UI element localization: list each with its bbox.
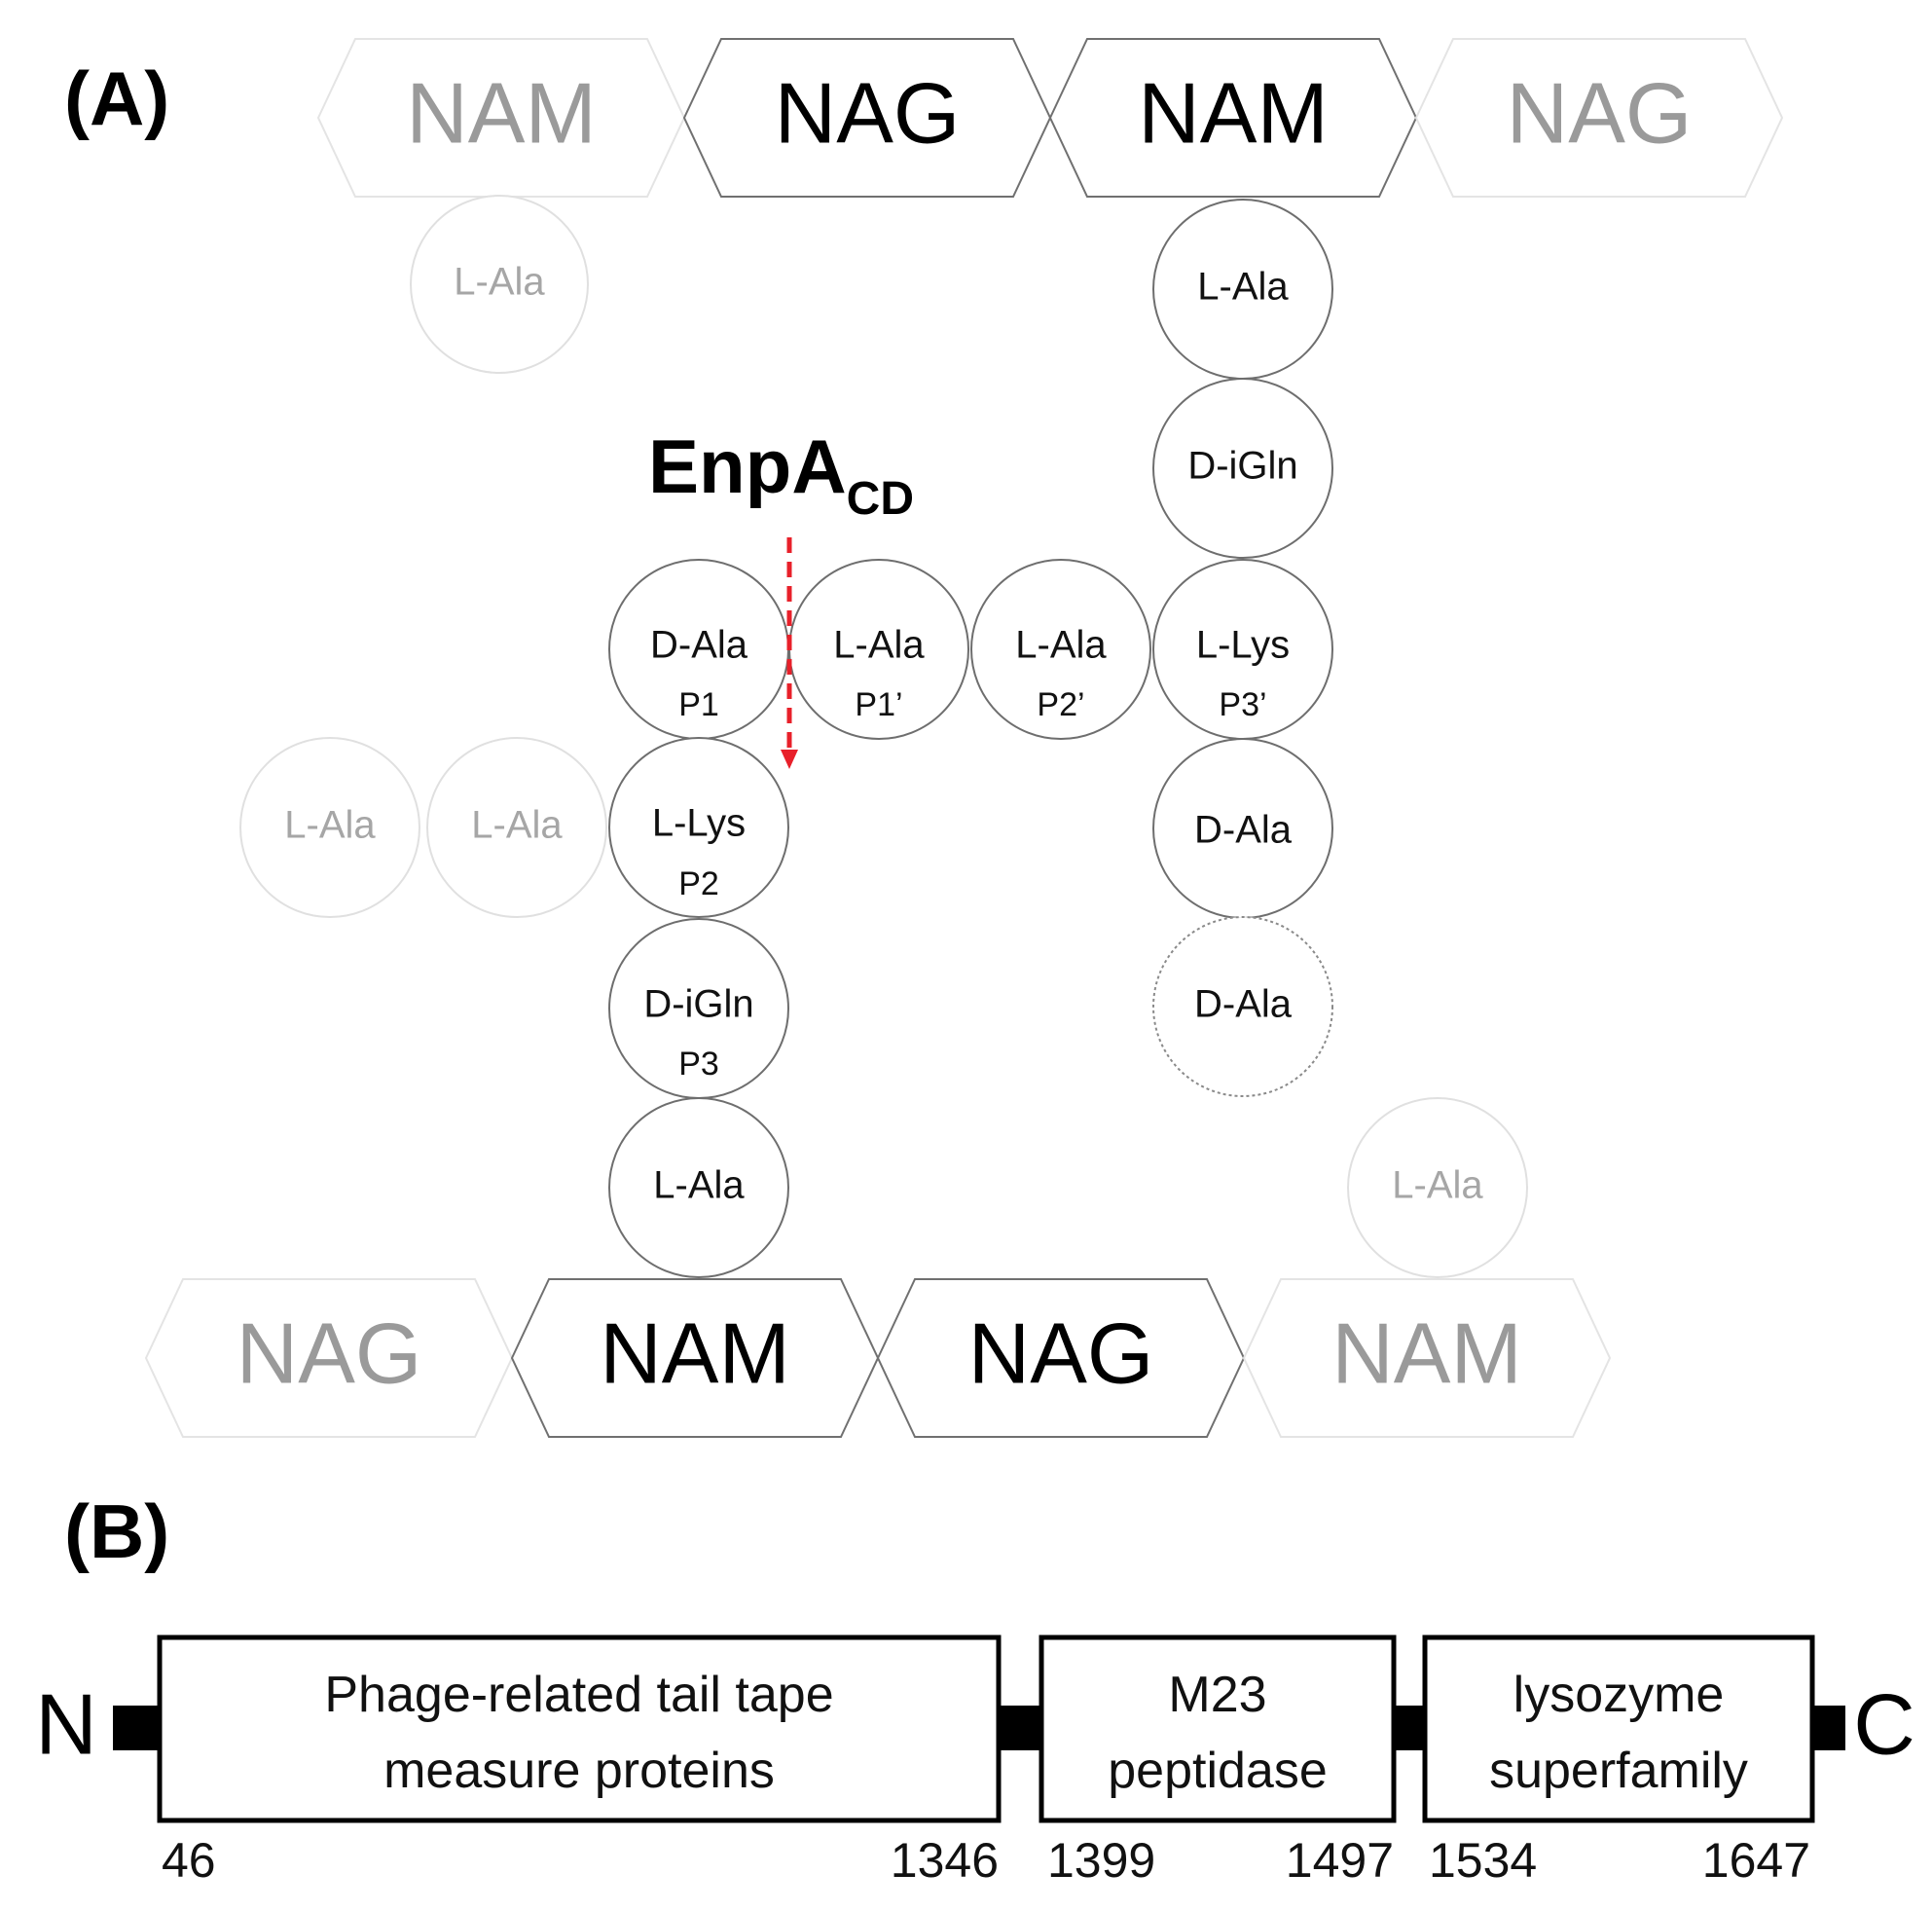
bridge-residue-2: L-Ala P2’ [970, 559, 1151, 740]
bottom-glycan-strand: NAG NAM NAG NAM [144, 1278, 1612, 1438]
panel-a: (A) NAM NAG NAM NAG L-Ala [64, 38, 1784, 1438]
enzyme-name: EnpA [648, 423, 847, 509]
svg-text:L-Ala: L-Ala [1197, 266, 1289, 309]
c-terminus-label: C [1853, 1675, 1915, 1772]
linker-2 [1394, 1706, 1425, 1750]
enzyme-label: EnpACD [648, 423, 914, 525]
svg-text:Phage-related tail tape: Phage-related tail tape [324, 1667, 833, 1723]
svg-text:P1: P1 [678, 686, 719, 723]
domain-m23-peptidase: M23 peptidase 1399 1497 [1039, 1635, 1397, 1888]
svg-text:P2’: P2’ [1037, 686, 1084, 723]
domain-3-start: 1534 [1429, 1833, 1537, 1888]
bridge-residue-1: L-Ala P1’ [788, 559, 969, 740]
left-faded-residue-2: L-Ala [426, 737, 607, 918]
svg-text:lysozyme: lysozyme [1513, 1667, 1725, 1723]
right-residue-1: L-Ala [1152, 199, 1333, 380]
right-residue-4: D-Ala [1152, 738, 1333, 919]
c-linker [1812, 1706, 1845, 1750]
svg-text:NAG: NAG [968, 1304, 1154, 1401]
svg-text:NAG: NAG [1507, 64, 1693, 161]
svg-text:NAM: NAM [406, 64, 597, 161]
top-faded-ala: L-Ala [410, 195, 589, 374]
domain-1-start: 46 [162, 1833, 216, 1888]
svg-text:D-iGln: D-iGln [1187, 445, 1297, 488]
svg-text:superfamily: superfamily [1489, 1743, 1748, 1799]
svg-text:measure proteins: measure proteins [383, 1743, 775, 1799]
domain-tape-measure: Phage-related tail tape measure proteins… [157, 1635, 1002, 1888]
right-residue-3: L-Lys P3’ [1152, 559, 1333, 740]
left-stem-peptide: D-Ala P1 L-Lys P2 D-iGln P3 L-Ala [608, 559, 789, 1278]
top-sugar-2: NAG [682, 38, 1052, 198]
svg-text:L-Ala: L-Ala [653, 1164, 745, 1207]
left-residue-1: D-Ala P1 [608, 559, 789, 740]
top-sugar-4: NAG [1414, 38, 1784, 198]
left-residue-2: L-Lys P2 [608, 737, 789, 918]
domain-1-end: 1346 [891, 1833, 999, 1888]
bottom-sugar-1: NAG [144, 1278, 514, 1438]
svg-text:NAM: NAM [600, 1304, 790, 1401]
svg-text:EnpACD: EnpACD [648, 423, 914, 525]
svg-text:NAM: NAM [1138, 64, 1329, 161]
linker-1 [999, 1706, 1041, 1750]
left-residue-3: D-iGln P3 [608, 918, 789, 1099]
right-stem-peptide: L-Ala D-iGln L-Lys P3’ D-Ala D-Ala [1152, 199, 1333, 1097]
svg-text:L-Ala: L-Ala [471, 804, 563, 847]
svg-text:L-Ala: L-Ala [1015, 624, 1107, 667]
svg-text:NAG: NAG [237, 1304, 422, 1401]
top-sugar-1: NAM [316, 38, 686, 198]
domain-2-start: 1399 [1047, 1833, 1155, 1888]
domain-3-end: 1647 [1702, 1833, 1810, 1888]
cross-bridge: L-Ala P1’ L-Ala P2’ [788, 559, 1151, 740]
svg-text:L-Ala: L-Ala [284, 804, 376, 847]
left-faded-residue-1: L-Ala [239, 737, 420, 918]
svg-text:P3’: P3’ [1219, 686, 1266, 723]
bottom-sugar-2: NAM [510, 1278, 880, 1438]
svg-text:P2: P2 [678, 865, 719, 902]
svg-text:L-Ala: L-Ala [833, 624, 925, 667]
svg-text:P1’: P1’ [855, 686, 902, 723]
panel-b: (B) N C Phage-related tail tape measure … [35, 1488, 1915, 1888]
svg-text:NAM: NAM [1331, 1304, 1522, 1401]
svg-text:L-Lys: L-Lys [652, 802, 746, 845]
svg-text:NAG: NAG [775, 64, 961, 161]
svg-text:D-Ala: D-Ala [650, 624, 748, 667]
svg-text:L-Ala: L-Ala [454, 261, 545, 304]
left-residue-4: L-Ala [608, 1097, 789, 1278]
svg-text:D-Ala: D-Ala [1194, 809, 1293, 852]
svg-text:P3: P3 [678, 1046, 719, 1083]
panel-b-label: (B) [64, 1488, 169, 1574]
svg-text:D-Ala: D-Ala [1194, 983, 1293, 1026]
right-residue-2: D-iGln [1152, 378, 1333, 559]
right-residue-5: D-Ala [1152, 916, 1333, 1097]
svg-text:L-Lys: L-Lys [1196, 624, 1290, 667]
top-sugar-3: NAM [1048, 38, 1418, 198]
panel-a-label: (A) [64, 55, 169, 141]
bottom-sugar-3: NAG [876, 1278, 1246, 1438]
domain-2-end: 1497 [1286, 1833, 1394, 1888]
bottom-faded-ala: L-Ala [1347, 1097, 1528, 1278]
domain-lysozyme: lysozyme superfamily 1534 1647 [1422, 1635, 1815, 1888]
svg-text:D-iGln: D-iGln [643, 983, 753, 1026]
n-linker [113, 1706, 160, 1750]
left-faded-branch: L-Ala L-Ala [239, 737, 607, 918]
cleavage-arrow [781, 537, 798, 769]
svg-text:peptidase: peptidase [1108, 1743, 1328, 1799]
n-terminus-label: N [35, 1675, 97, 1772]
enzyme-subscript: CD [847, 473, 914, 525]
svg-text:L-Ala: L-Ala [1392, 1164, 1483, 1207]
top-glycan-strand: NAM NAG NAM NAG [316, 38, 1784, 198]
svg-text:M23: M23 [1168, 1667, 1266, 1723]
bottom-sugar-4: NAM [1242, 1278, 1612, 1438]
